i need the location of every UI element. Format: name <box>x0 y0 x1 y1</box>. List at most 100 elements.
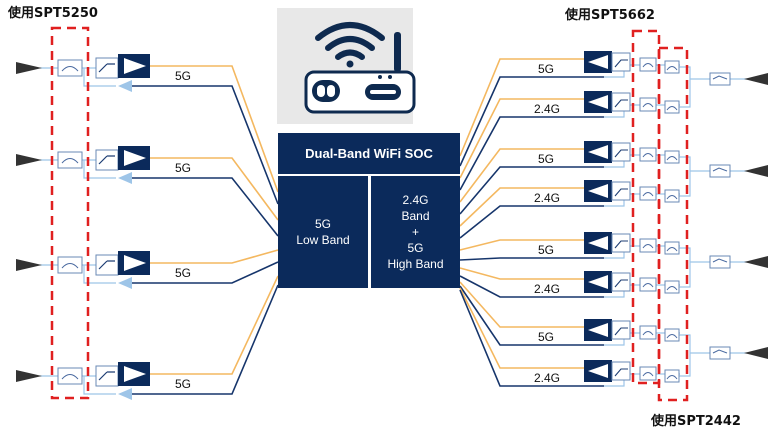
amplifier-icon <box>118 54 150 78</box>
diplexer-icon <box>709 255 731 269</box>
dashed-group-spt2442 <box>657 46 689 402</box>
router-port-hole <box>317 85 325 97</box>
switch-icon <box>611 142 631 162</box>
filter-icon <box>639 366 657 381</box>
left-band-label: 5G <box>175 161 192 175</box>
wifi-arc <box>335 49 365 60</box>
switch-icon <box>95 365 119 387</box>
right-band-label: 5G <box>538 330 555 344</box>
left-band-label: 5G <box>175 69 192 83</box>
trace-rx <box>459 205 604 239</box>
router-led <box>378 75 382 79</box>
soc-text-line: + <box>411 225 419 239</box>
amplifier-icon <box>118 362 150 386</box>
switch-icon <box>95 254 119 276</box>
trace-loop <box>83 265 116 284</box>
switch-icon <box>611 52 631 72</box>
trace-tx <box>459 58 584 157</box>
trace-loop <box>83 68 116 87</box>
filter-icon <box>664 150 680 164</box>
dashed-group-spt5250 <box>50 26 90 400</box>
router-slot-line <box>370 90 396 94</box>
caption-right-bottom: 使用SPT2442 <box>651 414 741 429</box>
amplifier-icon <box>118 277 132 289</box>
trace-rx <box>459 285 604 346</box>
filter-icon <box>639 57 657 72</box>
wifi-dot <box>346 60 354 68</box>
amplifier-icon <box>118 251 150 275</box>
soc-title: Dual-Band WiFi SOC <box>278 133 460 174</box>
filter-icon <box>639 186 657 201</box>
filter-icon <box>664 280 680 294</box>
filter-icon <box>57 151 83 169</box>
trace-rx <box>459 116 604 191</box>
amplifier-icon <box>584 180 612 202</box>
filter-icon <box>639 277 657 292</box>
right-band-label: 5G <box>538 243 555 257</box>
switch-icon <box>95 149 119 171</box>
switch-icon <box>611 320 631 340</box>
amplifier-icon <box>584 232 612 254</box>
caption-right-top: 使用SPT5662 <box>565 8 655 23</box>
trace-rx <box>132 177 279 237</box>
antenna-icon <box>744 347 768 359</box>
switch-icon <box>95 57 119 79</box>
filter-icon <box>57 256 83 274</box>
trace-rx <box>132 284 279 395</box>
diplexer-icon <box>709 164 731 178</box>
router-antenna <box>394 32 401 72</box>
trace-tx <box>150 157 279 221</box>
antenna-icon <box>16 259 42 271</box>
trace-tx <box>459 187 584 227</box>
antenna-icon <box>16 370 42 382</box>
trace-combine <box>679 247 710 288</box>
trace-tx <box>459 287 584 369</box>
trace-rx <box>132 261 279 284</box>
filter-icon <box>639 147 657 162</box>
trace-rx <box>459 76 604 167</box>
router-led <box>388 75 392 79</box>
soc-text-line: Band <box>401 209 430 223</box>
filter-icon <box>639 238 657 253</box>
antenna-icon <box>16 154 42 166</box>
trace-combine <box>679 156 710 197</box>
antenna-icon <box>744 73 768 85</box>
amplifier-icon <box>118 146 150 170</box>
amplifier-icon <box>584 141 612 163</box>
wifi-arc <box>315 22 385 41</box>
amplifier-icon <box>584 91 612 113</box>
switch-icon <box>611 92 631 112</box>
router-port <box>312 80 340 102</box>
soc-text-line: High Band <box>387 257 444 271</box>
amplifier-icon <box>118 172 132 184</box>
soc-text-line: 2.4G <box>402 193 429 207</box>
wifi-router-icon <box>277 8 416 124</box>
amplifier-icon <box>118 388 132 400</box>
trace-loop <box>83 160 116 179</box>
trace-rx <box>132 85 279 205</box>
router-port-hole <box>327 85 335 97</box>
filter-icon <box>664 189 680 203</box>
trace-tx <box>150 275 279 375</box>
antenna-icon <box>744 165 768 177</box>
diplexer-icon <box>709 346 731 360</box>
switch-icon <box>611 233 631 253</box>
amplifier-icon <box>118 80 132 92</box>
amplifier-icon <box>584 360 612 382</box>
filter-icon <box>664 60 680 74</box>
trace-rx <box>459 166 604 215</box>
switch-icon <box>611 181 631 201</box>
wifi-arc <box>325 36 375 51</box>
filter-icon <box>664 100 680 114</box>
filter-icon <box>664 369 680 383</box>
trace-rx <box>459 289 604 387</box>
right-band-label: 2.4G <box>534 282 561 296</box>
right-band-label: 2.4G <box>534 102 561 116</box>
right-band-label: 2.4G <box>534 371 561 385</box>
filter-icon <box>57 59 83 77</box>
antenna-icon <box>744 256 768 268</box>
amplifier-icon <box>584 271 612 293</box>
trace-tx <box>459 239 584 251</box>
